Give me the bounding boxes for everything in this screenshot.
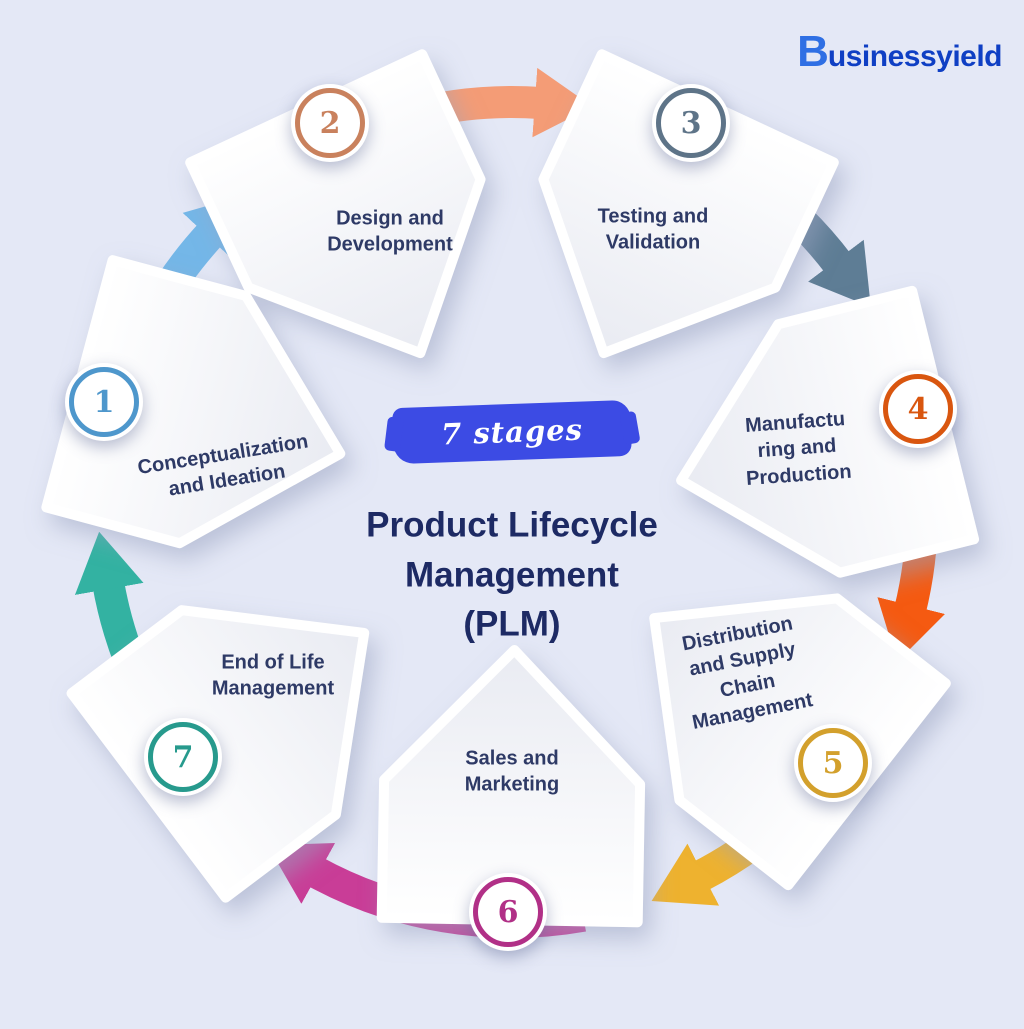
stage-4-number: 4 [883,374,953,444]
stage-3-shape [538,49,839,359]
stage-5-number-badge: 5 [794,724,872,802]
stage-6-label: Sales and Marketing [464,747,560,796]
stage-3-number: 3 [656,88,726,158]
stage-7-label: End of Life Management [211,651,335,700]
stage-1-shape [41,255,346,549]
stage-4-shape [676,285,980,578]
stage-2-number-badge: 2 [291,84,369,162]
stage-2-label: Design and Development [327,207,453,256]
stage-1-number-badge: 1 [65,363,143,441]
stage-2-number: 2 [295,88,365,158]
stage-4-number-badge: 4 [879,370,957,448]
brand-mark-icon: B [797,27,829,76]
stages-count-text: 7 stages [440,412,584,452]
stage-6-number: 6 [473,877,543,947]
stage-5-number: 5 [798,728,868,798]
stages-count-badge: 7 stages [392,399,632,465]
stage-3-label: Testing and Validation [597,205,709,254]
brand-name: usinessyield [827,40,1003,73]
stage-7-number: 7 [148,722,218,792]
stage-2-shape [185,49,486,359]
stage-3-number-badge: 3 [652,84,730,162]
page-title: Product Lifecycle Management (PLM) [366,505,658,644]
stage-6-shape [376,645,646,928]
stage-6-number-badge: 6 [469,873,547,951]
stage-7-number-badge: 7 [144,718,222,796]
stage-4-label: Manufactu ring and Production [744,408,853,490]
stage-1-number: 1 [69,367,139,437]
